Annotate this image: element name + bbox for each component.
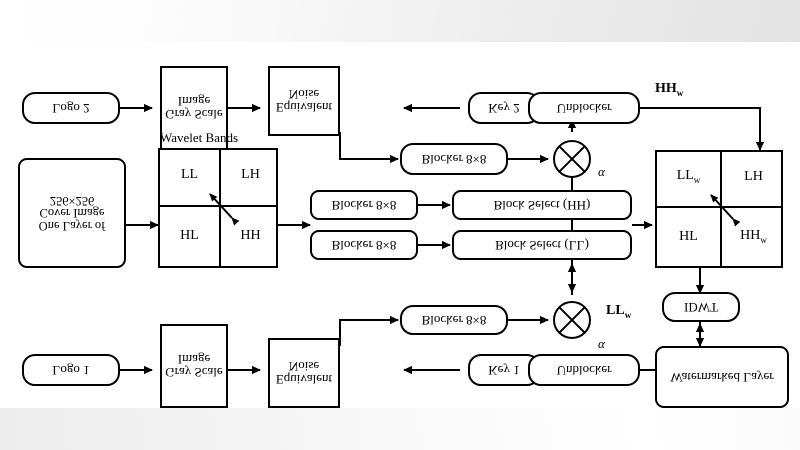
node-idwt[interactable]: IDWT (662, 292, 740, 322)
node-logo2[interactable]: Logo 2 (22, 92, 120, 124)
node-grayscale-image-2-label: Gray Scale Image (165, 94, 223, 123)
node-equivalent-noise-1[interactable]: Equivalent Noise (268, 338, 340, 408)
wavelet-bands-caption: Wavelet Bands (160, 130, 238, 146)
node-key1-label: Key 1 (488, 362, 520, 378)
wavelet-grid-left: HL HH LL LH (158, 148, 278, 268)
node-watermarked-layer[interactable]: Watermarked Layer (655, 346, 789, 408)
node-block-select-ll-label: Block Select (LL) (495, 237, 589, 253)
node-blocker-ll-label: Blocker 8×8 (421, 312, 487, 328)
top-gradient-band (0, 0, 800, 42)
multiplier-bottom (552, 300, 592, 340)
node-cover-image[interactable]: One Layer of Cover Image 256×256 (18, 158, 126, 268)
node-logo2-label: Logo 2 (52, 100, 90, 116)
alpha-label-top: α (598, 164, 605, 180)
node-block-select-hh[interactable]: Block Select (HH) (452, 190, 632, 220)
flipped-diagram-wrapper: Logo 2 Gray Scale Image Equivalent Noise… (0, 42, 800, 408)
edge-label-ll-w-sub: w (624, 310, 632, 320)
node-grayscale-image-1[interactable]: Gray Scale Image (160, 324, 228, 408)
alpha-label-bottom: α (598, 336, 605, 352)
bottom-gradient-band (0, 408, 800, 450)
node-logo1-label: Logo 1 (52, 362, 90, 378)
node-equivalent-noise-2[interactable]: Equivalent Noise (268, 66, 340, 136)
wavelet-bands-caption-text: Wavelet Bands (160, 130, 239, 145)
node-unblocker-1-label: Unblocker (556, 362, 612, 378)
node-blocker-middle-lower-label: Blocker 8×8 (331, 237, 397, 253)
edge-label-hh-w-sub: w (676, 88, 684, 98)
edge-label-ll-w: LLw (606, 303, 631, 320)
node-unblocker-2-label: Unblocker (556, 100, 612, 116)
wavelet-grid-right: HL HHw LLw LH (655, 150, 783, 268)
node-block-select-ll[interactable]: Block Select (LL) (452, 230, 632, 260)
alpha-top-glyph: α (598, 164, 605, 179)
node-block-select-hh-label: Block Select (HH) (493, 197, 591, 213)
node-equivalent-noise-2-label: Equivalent Noise (275, 87, 333, 116)
node-key2-label: Key 2 (488, 100, 520, 116)
node-blocker-ll[interactable]: Blocker 8×8 (400, 305, 508, 335)
node-cover-image-label: One Layer of Cover Image 256×256 (38, 193, 106, 234)
node-unblocker-2[interactable]: Unblocker (528, 92, 640, 124)
node-unblocker-1[interactable]: Unblocker (528, 354, 640, 386)
node-blocker-middle-upper-label: Blocker 8×8 (331, 197, 397, 213)
node-logo1[interactable]: Logo 1 (22, 354, 120, 386)
node-idwt-label: IDWT (684, 299, 718, 315)
node-watermarked-layer-label: Watermarked Layer (670, 369, 774, 385)
diagram-canvas: Logo 2 Gray Scale Image Equivalent Noise… (0, 42, 800, 408)
node-blocker-hh-label: Blocker 8×8 (421, 151, 487, 167)
alpha-bottom-glyph: α (598, 336, 605, 351)
multiplier-top (552, 139, 592, 179)
node-equivalent-noise-1-label: Equivalent Noise (275, 359, 333, 388)
node-grayscale-image-1-label: Gray Scale Image (165, 352, 223, 381)
edge-label-hh-w: HHw (655, 81, 683, 98)
edge-label-ll-w-base: LL (606, 303, 625, 319)
node-blocker-middle-lower[interactable]: Blocker 8×8 (310, 230, 418, 260)
edge-label-hh-w-base: HH (655, 81, 677, 97)
node-blocker-hh[interactable]: Blocker 8×8 (400, 143, 508, 175)
node-blocker-middle-upper[interactable]: Blocker 8×8 (310, 190, 418, 220)
